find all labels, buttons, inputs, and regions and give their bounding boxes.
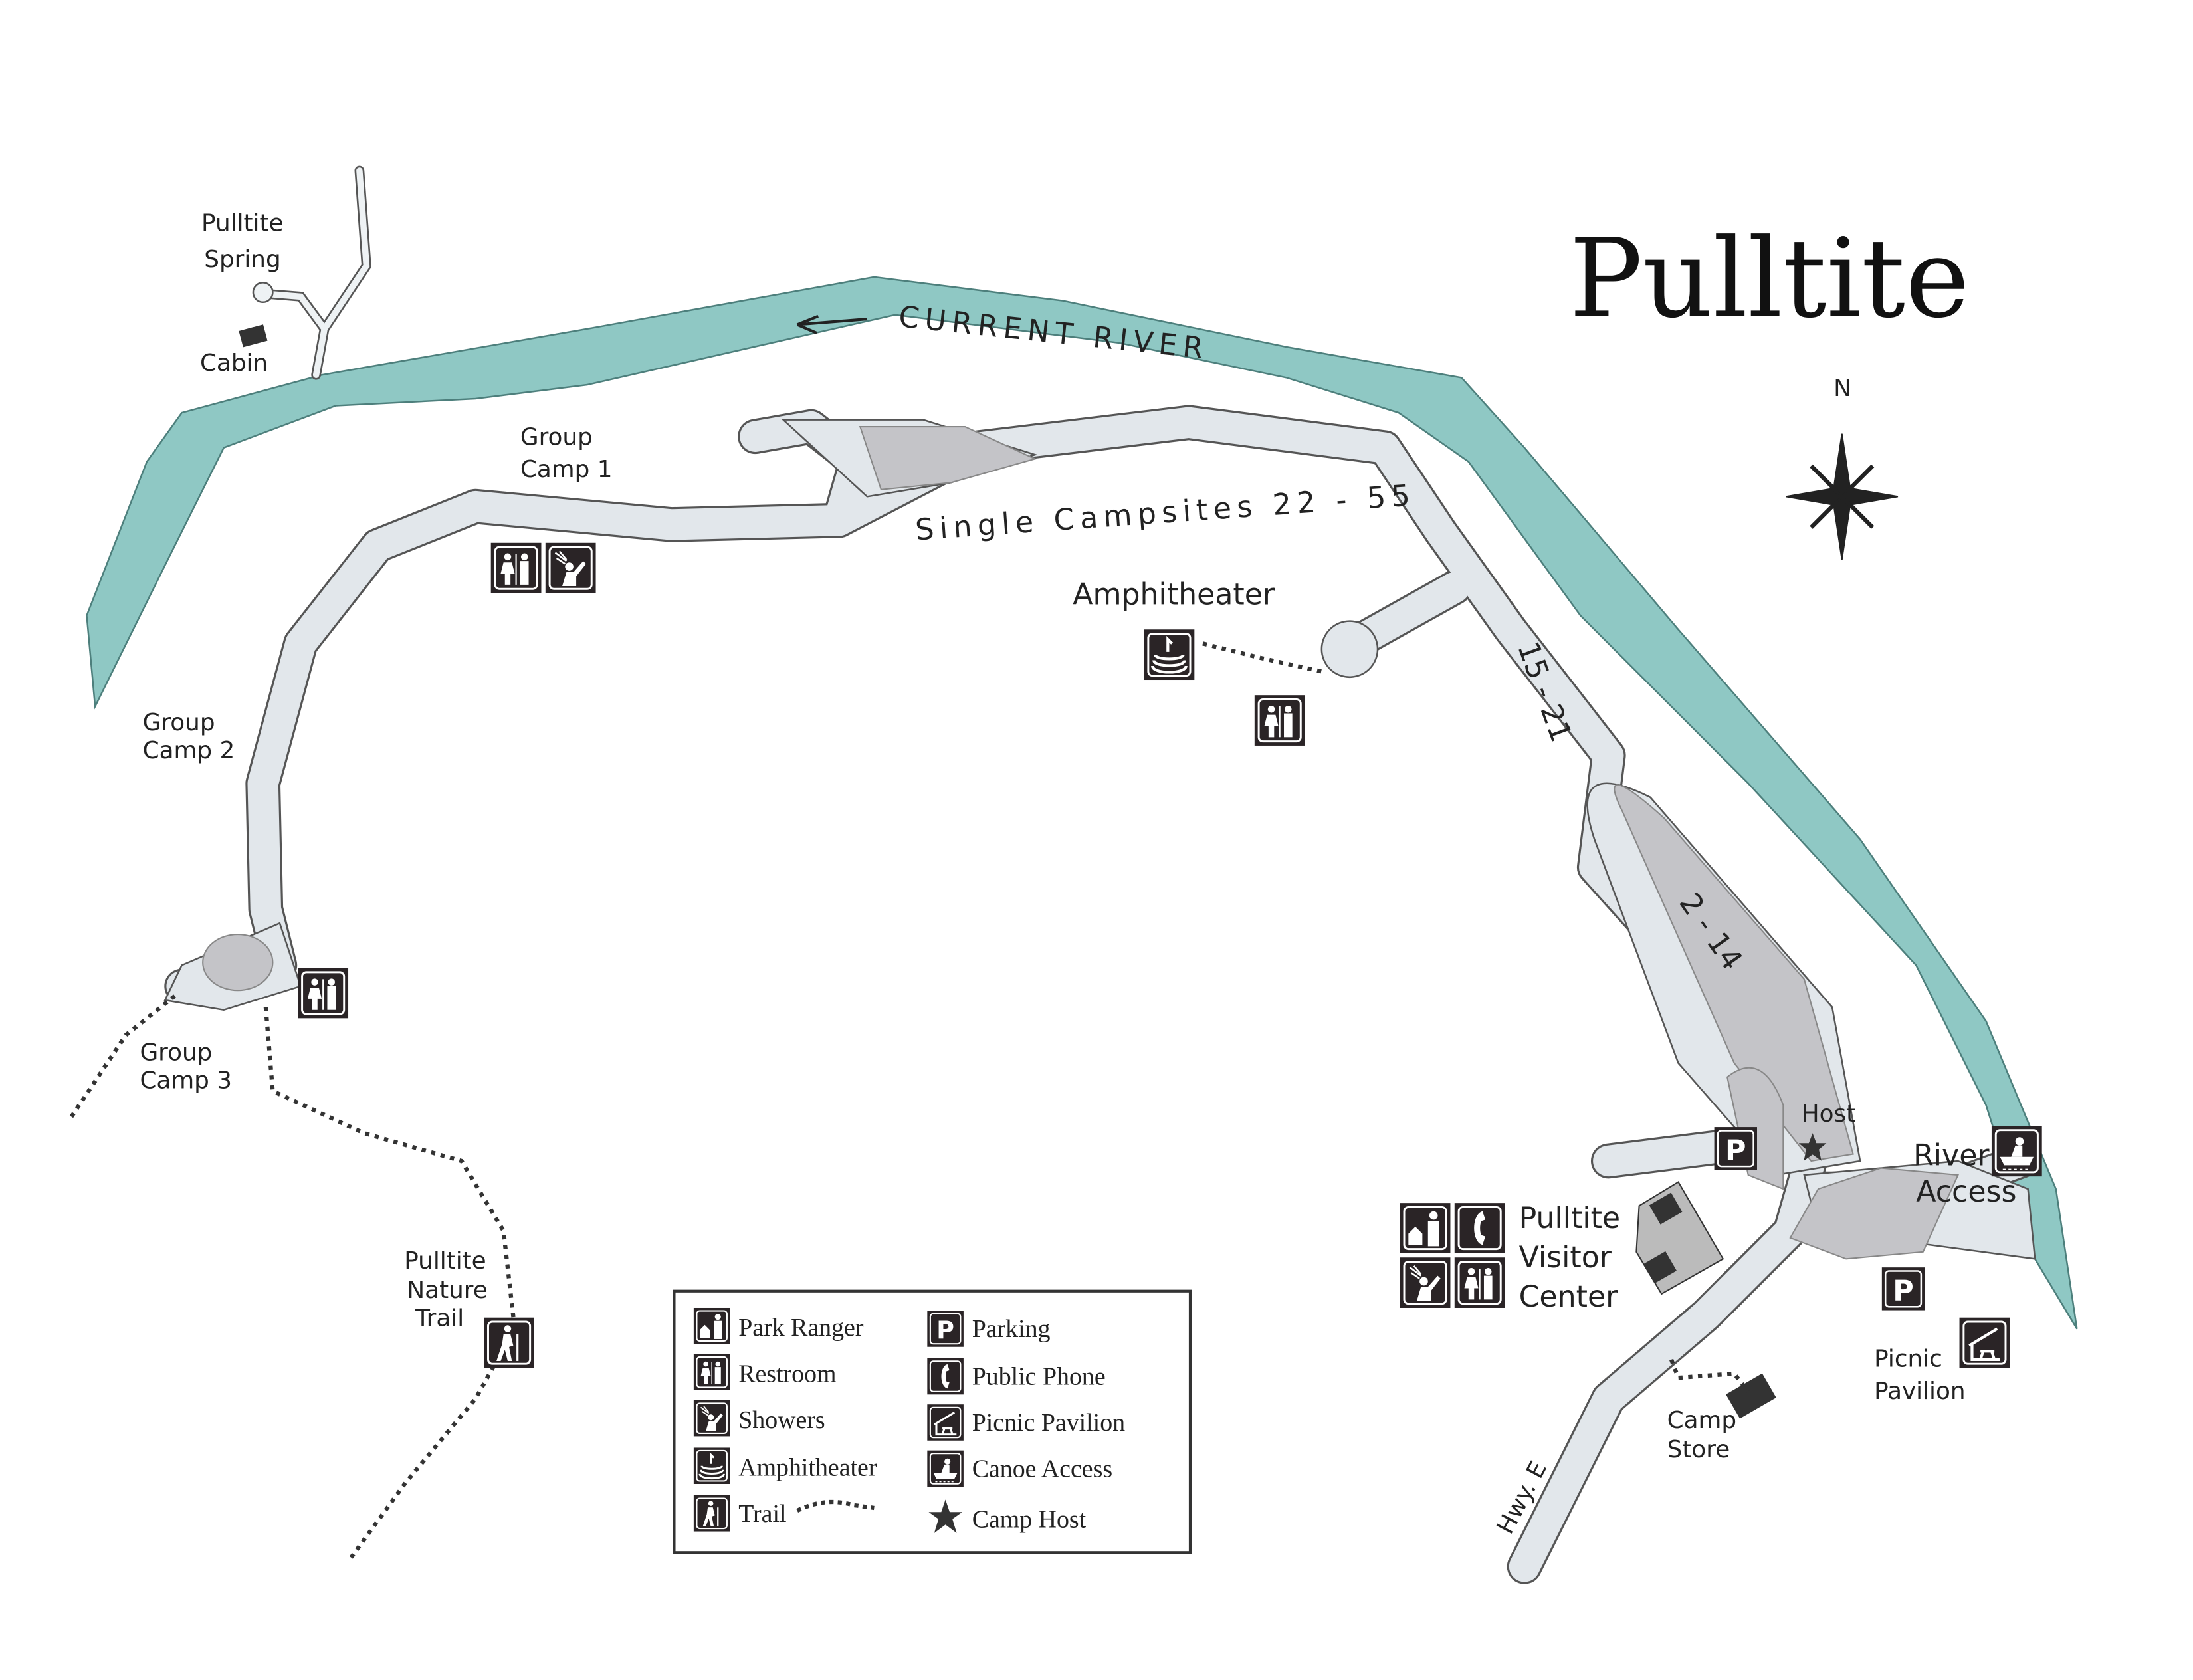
label-single-campsites: Single Campsites 22 - 55 bbox=[914, 478, 1417, 547]
canoe-access-icon[interactable] bbox=[1992, 1126, 2042, 1176]
canoe-access-icon bbox=[927, 1451, 964, 1487]
camp-host-star bbox=[1798, 1133, 1827, 1161]
parking-icon[interactable] bbox=[1882, 1267, 1925, 1310]
legend-amphitheater: Amphitheater bbox=[738, 1454, 877, 1482]
legend-camp-host: Camp Host bbox=[972, 1505, 1087, 1533]
legend-trail: Trail bbox=[738, 1500, 786, 1528]
visitor-center-building bbox=[1635, 1181, 1724, 1295]
restroom-icon bbox=[694, 1354, 730, 1390]
cabin bbox=[239, 324, 268, 348]
trail-icon bbox=[694, 1495, 730, 1532]
map-title: Pulltite bbox=[1569, 215, 1970, 342]
parking-icon bbox=[927, 1311, 964, 1347]
svg-text:N: N bbox=[1833, 375, 1851, 402]
restroom-icon[interactable] bbox=[491, 543, 542, 593]
legend-picnic-pavilion: Picnic Pavilion bbox=[972, 1409, 1125, 1437]
parking-icon[interactable] bbox=[1715, 1127, 1757, 1170]
arrow-left-icon bbox=[796, 314, 868, 335]
star-icon bbox=[928, 1499, 962, 1533]
restroom-icon[interactable] bbox=[298, 968, 348, 1019]
legend-showers: Showers bbox=[738, 1406, 825, 1434]
camp-store-building bbox=[1726, 1373, 1776, 1419]
showers-icon[interactable] bbox=[546, 543, 596, 593]
restroom-icon[interactable] bbox=[1255, 695, 1305, 746]
label-amphitheater: Amphitheater bbox=[1073, 578, 1275, 611]
legend: Park Ranger Restroom Showers Amphitheate… bbox=[673, 1289, 1192, 1554]
phone-icon bbox=[927, 1358, 964, 1395]
picnic-pavilion-icon[interactable] bbox=[1960, 1318, 2010, 1368]
trail-icon[interactable] bbox=[484, 1318, 534, 1368]
showers-icon[interactable] bbox=[1400, 1257, 1451, 1308]
legend-restroom: Restroom bbox=[738, 1360, 836, 1388]
legend-canoe-access: Canoe Access bbox=[972, 1455, 1112, 1483]
amphitheater-icon[interactable] bbox=[1144, 629, 1195, 680]
label-host: Host bbox=[1802, 1101, 1855, 1128]
trails bbox=[68, 641, 1750, 1561]
park-ranger-icon bbox=[694, 1308, 730, 1344]
parking-areas bbox=[202, 426, 1959, 1260]
label-cabin: Cabin bbox=[200, 350, 268, 377]
legend-park-ranger: Park Ranger bbox=[738, 1314, 864, 1342]
amphitheater-icon bbox=[694, 1447, 730, 1484]
showers-icon bbox=[694, 1400, 730, 1437]
park-ranger-icon[interactable] bbox=[1400, 1203, 1451, 1253]
picnic-pavilion-icon bbox=[927, 1404, 964, 1441]
legend-parking: Parking bbox=[972, 1315, 1051, 1343]
legend-public-phone: Public Phone bbox=[972, 1363, 1106, 1391]
phone-icon[interactable] bbox=[1455, 1203, 1505, 1253]
north-arrow: N bbox=[1786, 375, 1899, 560]
restroom-icon[interactable] bbox=[1455, 1257, 1505, 1308]
